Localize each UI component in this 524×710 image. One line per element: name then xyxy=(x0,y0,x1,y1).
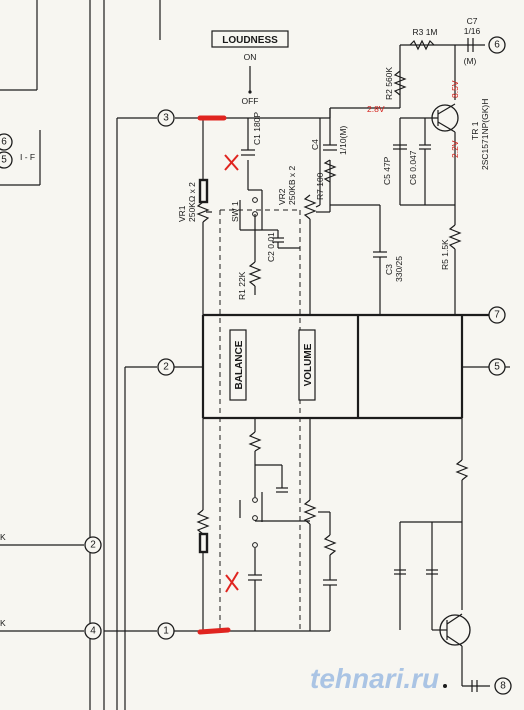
balance-label: BALANCE xyxy=(234,340,245,389)
svg-text:3: 3 xyxy=(163,113,169,124)
watermark: tehnari.ru xyxy=(310,663,439,694)
loudness-switch: LOUDNESS ON OFF xyxy=(211,30,289,106)
vr1-label: VR1 xyxy=(177,205,187,222)
node-2-upper: 2 xyxy=(157,358,175,376)
tr1-type: 2SC1571NP(GK)H xyxy=(480,99,490,170)
r1-label: R1 22K xyxy=(237,271,247,300)
c2-label: C2 0.01 xyxy=(266,232,276,262)
node-7: 7 xyxy=(488,306,506,324)
potentiometer-vr2: VR2 250KB x 2 xyxy=(277,166,331,315)
left-rails xyxy=(0,0,161,710)
loudness-on-label: ON xyxy=(244,52,257,62)
svg-text:2: 2 xyxy=(90,540,96,551)
lower-transistor-stage xyxy=(394,418,490,692)
ground-bus xyxy=(201,313,495,420)
resistor-r7: R7 100 xyxy=(315,159,337,200)
r2-label: R2 560K xyxy=(384,67,394,100)
node-6-left: 6 xyxy=(0,133,13,151)
transistor-stage: R2 560K R3 1M C7 1/16 (M) TR 1 2SC1571NP… xyxy=(330,16,490,315)
gang-linkage xyxy=(219,209,301,630)
node-5: 5 xyxy=(488,358,506,376)
r3-label: R3 1M xyxy=(412,27,437,37)
svg-text:4: 4 xyxy=(90,626,96,637)
volume-label: VOLUME xyxy=(303,343,314,386)
i-f-label: I - F xyxy=(20,152,35,162)
vr2-label: VR2 xyxy=(277,188,287,205)
sw1-label: SW 1 xyxy=(230,201,240,222)
potentiometer-vr1: VR1 250KΩ x 2 xyxy=(177,178,212,315)
voltage-2-8v: 2.8V xyxy=(367,104,385,114)
svg-text:1: 1 xyxy=(163,626,169,637)
c6-label: C6 0.047 xyxy=(408,150,418,185)
volume-label-box: VOLUME xyxy=(298,329,316,401)
k-label-upper: K xyxy=(0,532,6,542)
r5-label: R5 1.5K xyxy=(440,239,450,270)
k-label-lower: K xyxy=(0,618,6,628)
capacitor-c4: C4 1/10(M) xyxy=(310,126,348,155)
node-6-right: 6 xyxy=(488,36,506,54)
tr1-label: TR 1 xyxy=(470,121,480,140)
svg-text:6: 6 xyxy=(1,137,7,148)
capacitor-c2: C2 0.01 xyxy=(262,229,300,262)
resistor-r1: R1 22K xyxy=(237,214,262,300)
node-5-left: 5 xyxy=(0,151,13,169)
balance-label-box: BALANCE xyxy=(229,329,247,401)
svg-text:2: 2 xyxy=(163,362,169,373)
vr2-value: 250KB x 2 xyxy=(287,166,297,205)
c7-value: 1/16 xyxy=(464,26,481,36)
node-2-lower: 2 xyxy=(84,536,102,554)
node-8: 8 xyxy=(494,677,512,695)
svg-text:8: 8 xyxy=(500,681,506,692)
switch-sw1: SW 1 xyxy=(230,189,263,231)
c5-label: C5 47P xyxy=(382,156,392,185)
voltage-2-2v: 2.2V xyxy=(450,140,460,158)
capacitor-c1: C1 180P xyxy=(241,112,262,156)
vr1-value: 250KΩ x 2 xyxy=(187,182,197,222)
svg-text:7: 7 xyxy=(494,310,500,321)
node-3: 3 xyxy=(157,109,175,127)
c4-label: C4 xyxy=(310,139,320,150)
loudness-label: LOUDNESS xyxy=(222,35,278,46)
c3-label: C3 xyxy=(384,264,394,275)
c7-m-label: (M) xyxy=(464,56,477,66)
svg-text:5: 5 xyxy=(494,362,500,373)
svg-text:6: 6 xyxy=(494,40,500,51)
red-annotations xyxy=(197,115,239,635)
node-4: 4 xyxy=(84,622,102,640)
loudness-off-label: OFF xyxy=(242,96,259,106)
node-1: 1 xyxy=(157,622,175,640)
lower-channel xyxy=(196,418,337,631)
voltage-8-5v: 8.5V xyxy=(450,80,460,98)
loudness-label-box xyxy=(211,30,289,48)
c3-value: 330/25 xyxy=(394,256,404,282)
c4-value: 1/10(M) xyxy=(338,126,348,155)
svg-text:5: 5 xyxy=(1,155,7,166)
c1-label: C1 180P xyxy=(252,112,262,145)
r7-label: R7 100 xyxy=(315,172,325,200)
c7-label: C7 xyxy=(467,16,478,26)
